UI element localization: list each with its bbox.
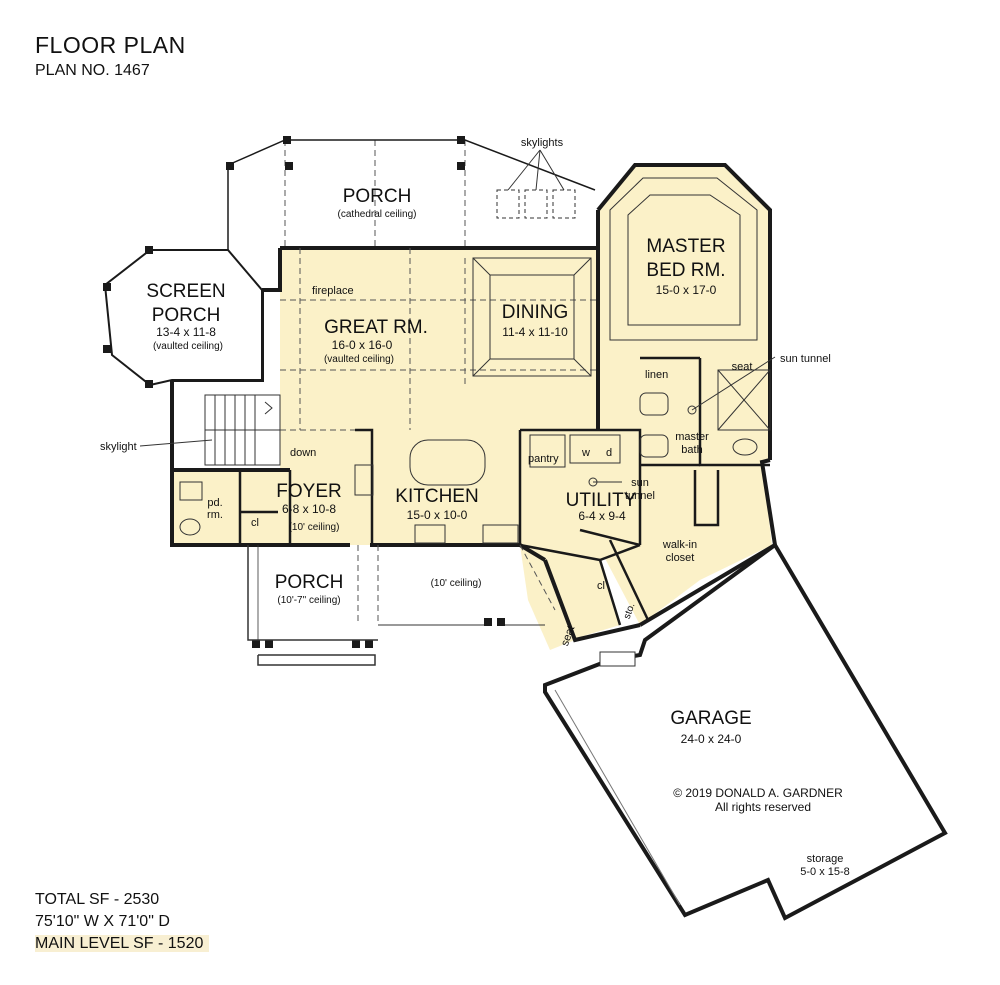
- skylight-boxes: [496, 149, 576, 219]
- garage: [543, 542, 948, 921]
- dryer-label: d: [606, 447, 612, 459]
- closet-utility-label: cl: [597, 580, 605, 592]
- tray-ceilings: [472, 177, 758, 377]
- front-porch: [247, 545, 545, 666]
- dining-label: DINING: [502, 302, 569, 323]
- linen-label: linen: [645, 369, 668, 381]
- closet-label-2: closet: [666, 552, 695, 564]
- foyer-note: (10' ceiling): [289, 522, 340, 533]
- screen-porch-note: (vaulted ceiling): [153, 341, 223, 352]
- skylight-stair-label: skylight: [100, 441, 137, 453]
- storage-label-2: 5-0 x 15-8: [800, 866, 850, 878]
- powder-room-label-2: rm.: [207, 509, 223, 521]
- porch-front-label: PORCH: [275, 572, 344, 593]
- closet-label-1: walk-in: [662, 539, 697, 551]
- plan-number: PLAN NO. 1467: [35, 62, 150, 79]
- great-room-note: (vaulted ceiling): [324, 354, 394, 365]
- pantry-label: pantry: [528, 453, 559, 465]
- master-bath-label-2: bath: [681, 444, 702, 456]
- great-room-dims: 16-0 x 16-0: [332, 338, 393, 352]
- seat-bath-label: seat: [732, 361, 753, 373]
- kitchen-dims: 15-0 x 10-0: [407, 508, 468, 522]
- interior-walls: [238, 356, 770, 626]
- fireplace-label: fireplace: [312, 285, 354, 297]
- great-room-label: GREAT RM.: [324, 317, 428, 338]
- screen-porch-dims: 13-4 x 11-8: [156, 325, 216, 339]
- screen-porch-label-2: PORCH: [152, 305, 221, 326]
- storage-closet-label: sto.: [622, 602, 638, 621]
- plan-stats: TOTAL SF - 2530 75'10" W X 71'0" D MAIN …: [35, 889, 210, 955]
- porch-posts: [103, 136, 505, 648]
- dimensions: 75'10" W X 71'0" D: [35, 913, 170, 930]
- foyer-label: FOYER: [276, 481, 341, 502]
- main-level-sf-text: MAIN LEVEL SF - 1520: [35, 935, 210, 952]
- copyright-label: © 2019 DONALD A. GARDNER: [673, 786, 843, 800]
- sun-tunnel-1-label: sun tunnel: [780, 353, 831, 365]
- skylights-label: skylights: [521, 137, 564, 149]
- ceiling-10-label: (10' ceiling): [431, 578, 482, 589]
- porch-top-label: PORCH: [343, 186, 412, 207]
- kitchen-fixtures: [354, 434, 621, 544]
- screen-porch: [103, 139, 596, 387]
- master-label-1: MASTER: [646, 236, 725, 257]
- stairs: [204, 394, 281, 466]
- sun-tunnel-2-label-1: sun: [631, 477, 649, 489]
- total-sf: TOTAL SF - 2530: [35, 891, 160, 908]
- garage-label: GARAGE: [670, 708, 751, 729]
- master-dims: 15-0 x 17-0: [656, 283, 717, 297]
- washer-label: w: [581, 447, 590, 459]
- ceiling-lines: [280, 140, 598, 625]
- garage-dims: 24-0 x 24-0: [681, 732, 742, 746]
- porch-front-note: (10'-7" ceiling): [277, 595, 340, 606]
- dining-dims: 11-4 x 11-10: [502, 325, 568, 339]
- screen-porch-label-1: SCREEN: [146, 281, 225, 302]
- rights-label: All rights reserved: [715, 800, 811, 814]
- main-level-sf: MAIN LEVEL SF - 1520: [35, 933, 210, 955]
- closet-foyer-label: cl: [251, 517, 259, 529]
- powder-room-label-1: pd.: [207, 497, 222, 509]
- plan-title: FLOOR PLAN: [35, 32, 186, 58]
- utility-dims: 6-4 x 9-4: [578, 509, 626, 523]
- storage-label-1: storage: [807, 853, 844, 865]
- kitchen-label: KITCHEN: [395, 486, 478, 507]
- utility-label: UTILITY: [566, 490, 637, 511]
- down-label: down: [290, 447, 316, 459]
- interior-fill: [172, 165, 772, 650]
- sun-tunnel-2-label-2: tunnel: [625, 490, 655, 502]
- porch-top-note: (cathedral ceiling): [338, 209, 417, 220]
- master-bath-label-1: master: [675, 431, 709, 443]
- foyer-dims: 6-8 x 10-8: [282, 502, 336, 516]
- bath-fixtures: [179, 356, 776, 536]
- master-label-2: BED RM.: [646, 260, 725, 281]
